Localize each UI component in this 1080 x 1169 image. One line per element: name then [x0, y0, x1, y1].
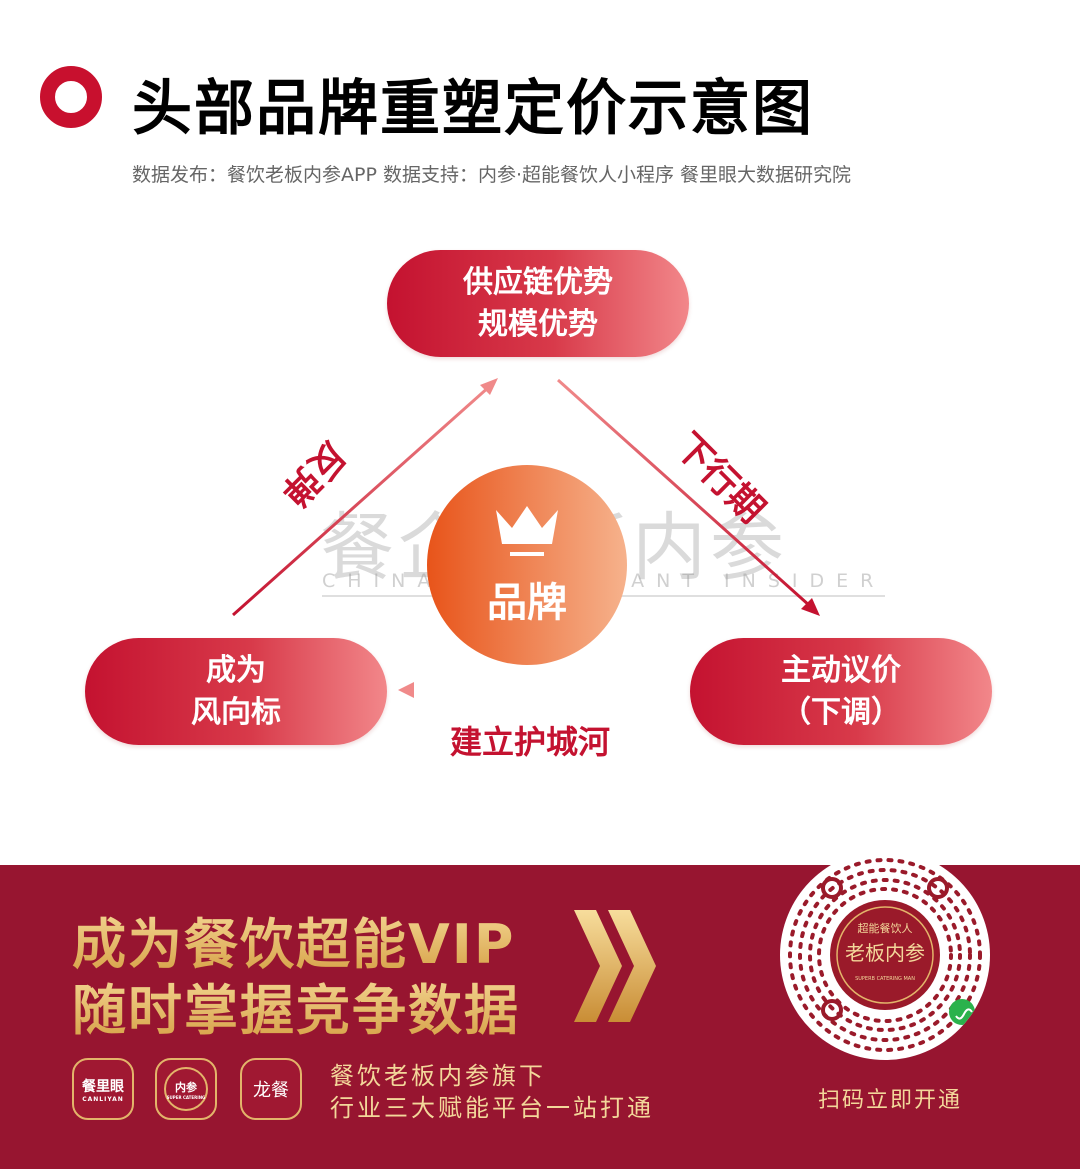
- description-line1: 餐饮老板内参旗下: [330, 1062, 546, 1090]
- subtitle: 数据发布：餐饮老板内参APP 数据支持：内参·超能餐饮人小程序 餐里眼大数据研究…: [132, 164, 852, 186]
- arrow-right-to-left: [398, 682, 677, 698]
- arrow-top-to-right: [556, 378, 820, 616]
- qr-seal-text: 超能餐饮人: [858, 921, 913, 935]
- platform-description: 餐饮老板内参旗下 行业三大赋能平台一站打通: [330, 1060, 654, 1124]
- node-top-line2: 规模优势: [478, 306, 598, 342]
- logo-neican-name: 内参: [175, 1080, 197, 1094]
- logo-canliyan-name: 餐里眼: [82, 1078, 124, 1095]
- node-left-line1: 成为: [206, 652, 266, 688]
- miniprogram-icon: [949, 999, 975, 1025]
- logo-canliyan-sub: CANLIYAN: [82, 1095, 124, 1103]
- center-label: 品牌: [487, 580, 567, 626]
- logo-neican-sub: SUPER CATERING: [166, 1094, 206, 1100]
- cta-headline-1: 成为餐饮超能VIP: [72, 900, 515, 979]
- node-top: 供应链优势 规模优势: [387, 250, 689, 357]
- qr-pattern: 超能餐饮人 老板内参 SUPERB CATERING MAN: [788, 858, 982, 1052]
- double-chevron-icon: [574, 910, 656, 1022]
- logo-longcan: 龙餐: [240, 1058, 302, 1120]
- scan-label: 扫码立即开通: [818, 1088, 963, 1113]
- node-left-line2: 风向标: [191, 694, 281, 730]
- qr-seal-center: 老板内参: [845, 941, 925, 965]
- node-right-line2: （下调）: [781, 694, 901, 730]
- description-line2: 行业三大赋能平台一站打通: [330, 1094, 654, 1122]
- node-left: 成为 风向标: [85, 638, 387, 745]
- cta-headline-2: 随时掌握竞争数据: [72, 966, 520, 1045]
- node-right-line1: 主动议价: [781, 652, 901, 688]
- qr-seal-en: SUPERB CATERING MAN: [855, 976, 915, 982]
- arrows: [232, 378, 820, 698]
- edge-label-moat: 建立护城河: [450, 723, 611, 761]
- node-right: 主动议价 （下调）: [690, 638, 992, 745]
- node-top-line1: 供应链优势: [463, 264, 613, 300]
- arrow-left-to-top: [232, 378, 498, 617]
- qr-code[interactable]: 超能餐饮人 老板内参 SUPERB CATERING MAN: [780, 850, 990, 1060]
- center-brand-circle: 品牌: [427, 465, 627, 665]
- crown-icon: [496, 506, 558, 556]
- page-title: 头部品牌重塑定价示意图: [132, 74, 814, 144]
